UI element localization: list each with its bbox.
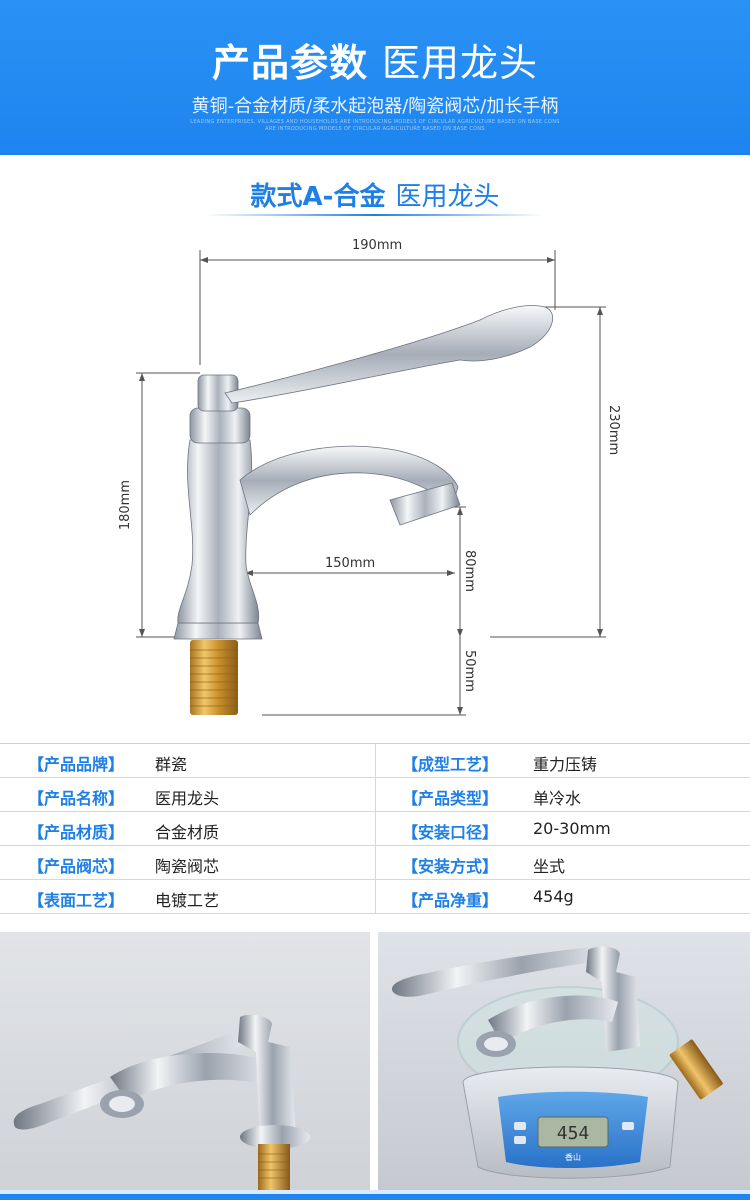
spec-divider <box>375 744 376 914</box>
spec-row: 【产品品牌】 群瓷 【成型工艺】 重力压铸 <box>0 744 750 778</box>
dimension-diagram: 190mm 230mm 180mm 150mm 80mm 50mm <box>0 225 750 735</box>
spec-row: 【产品阀芯】 陶瓷阀芯 【安装方式】 坐式 <box>0 846 750 880</box>
spec-value-install: 坐式 <box>533 857 566 876</box>
spec-value-name: 医用龙头 <box>155 789 220 808</box>
bottom-stripe-light <box>0 1190 750 1194</box>
dim-width-top: 190mm <box>352 238 403 253</box>
spec-row: 【产品名称】 医用龙头 【产品类型】 单冷水 <box>0 778 750 812</box>
section-underline <box>205 214 545 216</box>
spec-value-material: 合金材质 <box>155 823 220 842</box>
dim-spout-reach: 150mm <box>325 556 376 571</box>
bottom-stripe <box>0 1194 750 1200</box>
header-tiny-line-1: LEADING ENTERPRISES, VILLAGES AND HOUSEH… <box>190 119 560 125</box>
spec-value-process: 重力压铸 <box>533 755 598 774</box>
section-title: 款式A-合金医用龙头 <box>0 176 750 213</box>
spec-label-surface: 【表面工艺】 <box>28 891 125 910</box>
spec-label-material: 【产品材质】 <box>28 823 125 842</box>
spec-label-type: 【产品类型】 <box>402 789 499 808</box>
dim-spout-height: 80mm <box>462 550 477 592</box>
spec-label-process: 【成型工艺】 <box>402 755 499 774</box>
scale-brand: 香山 <box>565 1152 581 1162</box>
spec-value-weight: 454g <box>533 887 574 906</box>
product-photo-scale: 454 香山 <box>378 932 750 1190</box>
spec-value-type: 单冷水 <box>533 789 582 808</box>
spec-label-valve: 【产品阀芯】 <box>28 857 125 876</box>
spec-row: 【表面工艺】 电镀工艺 【产品净重】 454g <box>0 880 750 914</box>
lever-handle <box>224 305 554 404</box>
spec-value-brand: 群瓷 <box>155 755 188 774</box>
header-banner: 产品参数医用龙头 黄铜-合金材质/柔水起泡器/陶瓷阀芯/加长手柄 LEADING… <box>0 0 750 155</box>
product-photo-faucet <box>0 932 370 1190</box>
spec-value-valve: 陶瓷阀芯 <box>155 857 220 876</box>
header-tiny-line-2: ARE INTRODUCING MODELS OF CIRCULAR AGRIC… <box>265 126 485 132</box>
faucet-drawing <box>136 250 606 716</box>
spec-value-surface: 电镀工艺 <box>155 891 220 910</box>
spec-label-install: 【安装方式】 <box>402 857 499 876</box>
base-nut <box>173 622 263 640</box>
spec-label-diameter: 【安装口径】 <box>402 823 499 842</box>
spec-row: 【产品材质】 合金材质 【安装口径】 20-30mm <box>0 812 750 846</box>
brass-thread <box>190 640 238 715</box>
header-title-bold: 产品参数 <box>211 41 368 85</box>
faucet-body <box>177 439 260 624</box>
dim-thread-length: 50mm <box>462 650 477 692</box>
section-title-bold: 款式A-合金 <box>250 182 386 212</box>
dimension-arrows <box>139 257 603 715</box>
header-subtitle: 黄铜-合金材质/柔水起泡器/陶瓷阀芯/加长手柄 <box>191 96 559 117</box>
dim-height-right: 230mm <box>606 405 621 456</box>
spec-label-brand: 【产品品牌】 <box>28 755 125 774</box>
dim-height-left: 180mm <box>118 480 133 531</box>
aerator <box>389 482 461 526</box>
header-title: 产品参数医用龙头 <box>0 32 750 87</box>
scale-display: 454 <box>557 1123 590 1144</box>
spec-label-name: 【产品名称】 <box>28 789 125 808</box>
section-title-light: 医用龙头 <box>395 182 500 212</box>
spec-value-diameter: 20-30mm <box>533 819 611 838</box>
header-title-light: 医用龙头 <box>382 41 539 85</box>
valve-cap <box>189 407 251 444</box>
spec-table: 【产品品牌】 群瓷 【成型工艺】 重力压铸 【产品名称】 医用龙头 【产品类型】… <box>0 743 750 914</box>
spec-label-weight: 【产品净重】 <box>402 891 499 910</box>
